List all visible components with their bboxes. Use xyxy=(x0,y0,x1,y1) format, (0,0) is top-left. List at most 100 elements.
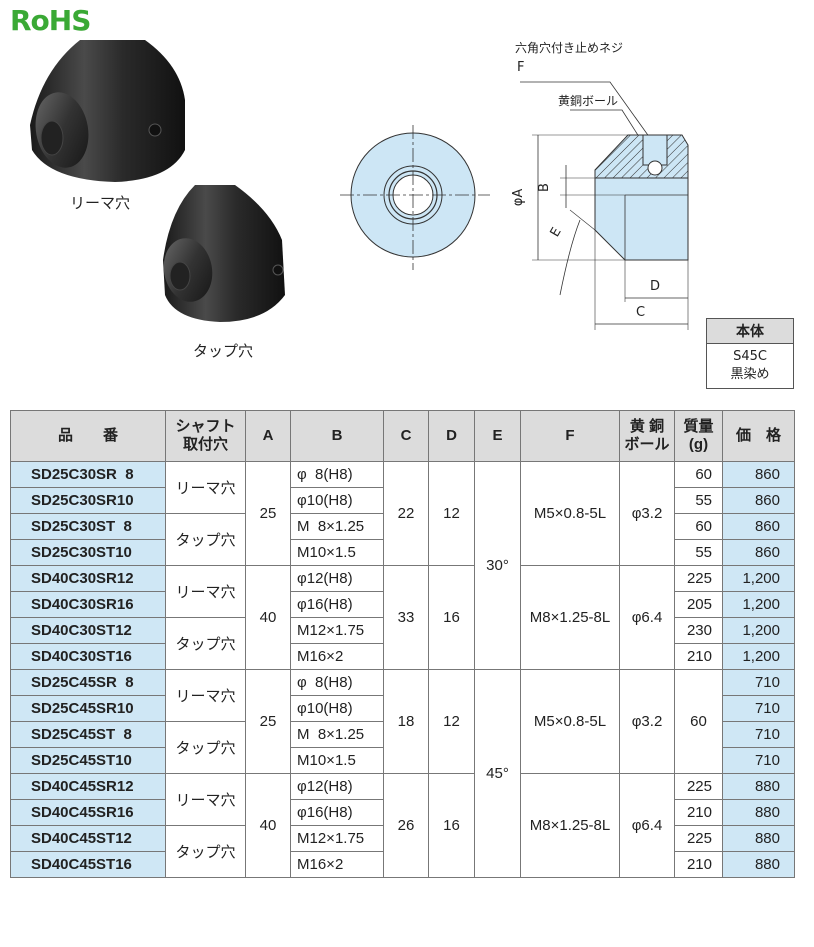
hole-cell: タップ穴 xyxy=(165,825,246,878)
dim-a-label: φA xyxy=(511,188,527,207)
model-cell: SD40C45ST12 xyxy=(10,825,166,852)
table-row: SD25C30SR10 φ10(H8) 55 860 xyxy=(10,487,795,514)
mass-cell: 210 xyxy=(674,643,723,670)
model-cell: SD40C30ST12 xyxy=(10,617,166,644)
table-row: SD25C45SR 8 リーマ穴 25 φ 8(H8) 18 12 45° M5… xyxy=(10,669,795,878)
table-row: SD40C45ST12 タップ穴 M12×1.75 225 880 xyxy=(10,825,795,878)
table-row: SD25C30SR 8 リーマ穴 25 φ 8(H8) 22 12 30° M5… xyxy=(10,461,795,670)
c-cell: 33 xyxy=(383,565,429,670)
a-cell: 40 xyxy=(245,773,291,878)
col-b: B xyxy=(290,410,384,462)
mass-cell: 225 xyxy=(674,565,723,592)
table-row: SD25C45ST10 M10×1.5 710 xyxy=(10,747,795,774)
model-cell: SD40C30SR16 xyxy=(10,591,166,618)
side-section-drawing xyxy=(520,81,689,330)
col-shaft-hole: シャフト取付穴 xyxy=(165,410,246,462)
table-row: SD40C30ST16 M16×2 210 1,200 xyxy=(10,643,795,670)
b-cell: M16×2 xyxy=(290,851,384,878)
reamer-hole-label: リーマ穴 xyxy=(70,194,131,212)
mass-cell: 205 xyxy=(674,591,723,618)
price-cell: 710 xyxy=(722,747,795,774)
price-cell: 1,200 xyxy=(722,643,795,670)
price-cell: 710 xyxy=(722,669,795,696)
f-cell: M8×1.25-8L xyxy=(520,773,620,878)
mass-cell: 225 xyxy=(674,773,723,800)
f-cell: M8×1.25-8L xyxy=(520,565,620,670)
col-c: C xyxy=(383,410,429,462)
b-cell: φ16(H8) xyxy=(290,799,384,826)
b-cell: M 8×1.25 xyxy=(290,721,384,748)
tap-hole-label: タップ穴 xyxy=(193,342,254,360)
model-cell: SD40C30SR12 xyxy=(10,565,166,592)
model-cell: SD25C30ST10 xyxy=(10,539,166,566)
d-cell: 12 xyxy=(428,461,475,566)
a-cell: 25 xyxy=(245,669,291,774)
f-cell: M5×0.8-5L xyxy=(520,461,620,566)
price-cell: 880 xyxy=(722,773,795,800)
price-cell: 860 xyxy=(722,461,795,488)
price-cell: 880 xyxy=(722,799,795,826)
col-d: D xyxy=(428,410,475,462)
hole-cell: リーマ穴 xyxy=(165,773,246,826)
b-cell: φ12(H8) xyxy=(290,773,384,800)
material-steel: S45C xyxy=(733,349,767,364)
b-cell: φ 8(H8) xyxy=(290,669,384,696)
spec-table: 品 番 シャフト取付穴 A B C D E F 黄 銅ボール 質量(g) 価 格… xyxy=(10,410,795,878)
hole-cell: タップ穴 xyxy=(165,513,246,566)
ball-note: 黄銅ボール xyxy=(558,94,619,108)
table-row: SD40C30ST12 タップ穴 M12×1.75 230 1,200 xyxy=(10,617,795,670)
price-cell: 1,200 xyxy=(722,591,795,618)
mass-cell: 60 xyxy=(674,513,723,540)
ball-cell: φ6.4 xyxy=(619,565,675,670)
table-row: SD25C30ST10 M10×1.5 55 860 xyxy=(10,539,795,566)
e-cell: 30° xyxy=(474,461,521,670)
col-ball: 黄 銅ボール xyxy=(619,410,675,462)
ball-cell: φ6.4 xyxy=(619,773,675,878)
b-cell: M10×1.5 xyxy=(290,539,384,566)
screw-letter: F xyxy=(517,60,525,75)
col-a: A xyxy=(245,410,291,462)
d-cell: 12 xyxy=(428,669,475,774)
hole-cell: リーマ穴 xyxy=(165,565,246,618)
d-cell: 16 xyxy=(428,565,475,670)
material-header: 本体 xyxy=(707,319,793,344)
a-cell: 40 xyxy=(245,565,291,670)
b-cell: φ10(H8) xyxy=(290,695,384,722)
mass-cell: 225 xyxy=(674,825,723,852)
rohs-logo: RoHS xyxy=(10,4,91,37)
front-view-drawing xyxy=(340,125,490,270)
price-cell: 860 xyxy=(722,539,795,566)
b-cell: M12×1.75 xyxy=(290,825,384,852)
table-row: SD40C45SR12 リーマ穴 40 φ12(H8) 26 16 M8×1.2… xyxy=(10,773,795,878)
table-row: SD40C30SR12 リーマ穴 40 φ12(H8) 33 16 M8×1.2… xyxy=(10,565,795,670)
price-cell: 860 xyxy=(722,513,795,540)
mass-cell: 230 xyxy=(674,617,723,644)
tap-part-photo xyxy=(163,185,285,322)
col-mass: 質量(g) xyxy=(674,410,723,462)
hole-cell: タップ穴 xyxy=(165,721,246,774)
b-cell: M16×2 xyxy=(290,643,384,670)
price-cell: 1,200 xyxy=(722,617,795,644)
ball-cell: φ3.2 xyxy=(619,461,675,566)
hole-cell: リーマ穴 xyxy=(165,461,246,514)
table-row: SD40C45ST16 M16×2 210 880 xyxy=(10,851,795,878)
c-cell: 26 xyxy=(383,773,429,878)
reamer-part-photo xyxy=(30,40,185,182)
table-header-row: 品 番 シャフト取付穴 A B C D E F 黄 銅ボール 質量(g) 価 格 xyxy=(10,410,795,462)
model-cell: SD40C45SR16 xyxy=(10,799,166,826)
material-finish: 黒染め xyxy=(730,367,770,382)
price-cell: 880 xyxy=(722,851,795,878)
model-cell: SD25C45SR 8 xyxy=(10,669,166,696)
price-cell: 710 xyxy=(722,695,795,722)
b-cell: φ12(H8) xyxy=(290,565,384,592)
model-cell: SD25C30SR 8 xyxy=(10,461,166,488)
table-row: SD25C45SR10 φ10(H8) 710 xyxy=(10,695,795,722)
mass-cell: 210 xyxy=(674,851,723,878)
table-row: SD40C30SR16 φ16(H8) 205 1,200 xyxy=(10,591,795,618)
price-cell: 860 xyxy=(722,487,795,514)
model-cell: SD25C45ST 8 xyxy=(10,721,166,748)
e-cell: 45° xyxy=(474,669,521,878)
a-cell: 25 xyxy=(245,461,291,566)
col-price: 価 格 xyxy=(722,410,795,462)
dim-b-label: B xyxy=(536,183,552,192)
